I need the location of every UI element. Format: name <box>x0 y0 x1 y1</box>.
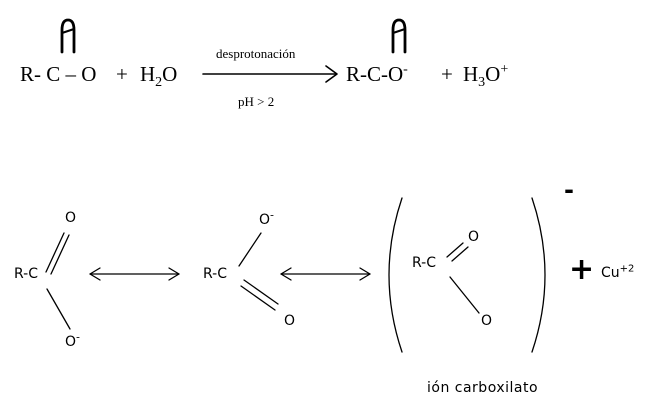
water-subscript: 2 <box>155 75 163 91</box>
product-anion: R-C-O- <box>346 62 408 86</box>
hydronium-subscript: 3 <box>478 75 486 91</box>
hydronium-main: H <box>463 62 479 86</box>
structure2-top-charge: - <box>270 208 275 222</box>
hydronium-formula: H3O+ <box>463 62 509 90</box>
structure1-r-group: R-C <box>14 266 38 282</box>
right-bracket <box>531 197 546 353</box>
resonance-arrow-1 <box>89 267 180 281</box>
carbonyl-symbol-left <box>60 18 76 54</box>
structure2-top-o-text: O <box>259 212 271 228</box>
structure1-bottom-oxygen: O- <box>65 331 80 350</box>
structure1-bottom-charge: - <box>76 330 81 344</box>
carboxylate-caption: ión carboxilato <box>427 380 539 396</box>
structure2-r-group: R-C <box>203 266 227 282</box>
reactant-acid-text: R- C – O <box>20 62 97 86</box>
product-anion-charge: - <box>403 62 408 77</box>
structure1-bottom-o-text: O <box>65 334 77 350</box>
structure3-r-group: R-C <box>412 255 436 271</box>
structure2-bonds <box>238 232 279 311</box>
left-bracket <box>388 197 403 353</box>
plus-sign-3: + <box>569 252 595 287</box>
reactant-acid: R- C – O <box>20 64 96 85</box>
water-tail: O <box>162 62 178 86</box>
copper-ion: Cu+2 <box>601 263 635 281</box>
arrow-label-top: desprotonación <box>216 46 296 61</box>
plus-sign-1: + <box>116 62 128 86</box>
structure3-top-oxygen: O <box>468 229 480 245</box>
copper-charge: +2 <box>619 263 635 275</box>
copper-main: Cu <box>601 265 620 281</box>
water-main: H <box>140 62 156 86</box>
resonance-arrow-2 <box>280 267 371 281</box>
structure3-bottom-oxygen: O <box>481 313 493 329</box>
structure1-top-oxygen: O <box>65 210 77 226</box>
carbonyl-symbol-right <box>391 18 407 54</box>
structure2-bottom-oxygen: O <box>284 313 296 329</box>
water-formula: H2O <box>140 62 178 90</box>
product-anion-main: R-C-O <box>346 62 404 86</box>
bracket-charge: - <box>564 176 574 204</box>
reaction-arrow <box>202 65 338 83</box>
hydronium-tail: O <box>485 62 501 86</box>
structure3-bonds <box>446 242 480 314</box>
arrow-label-bottom: pH > 2 <box>238 94 275 109</box>
plus-sign-2: + <box>441 62 453 86</box>
structure2-top-oxygen: O- <box>259 209 274 228</box>
hydronium-charge: + <box>500 62 509 77</box>
structure1-bonds <box>45 232 71 330</box>
